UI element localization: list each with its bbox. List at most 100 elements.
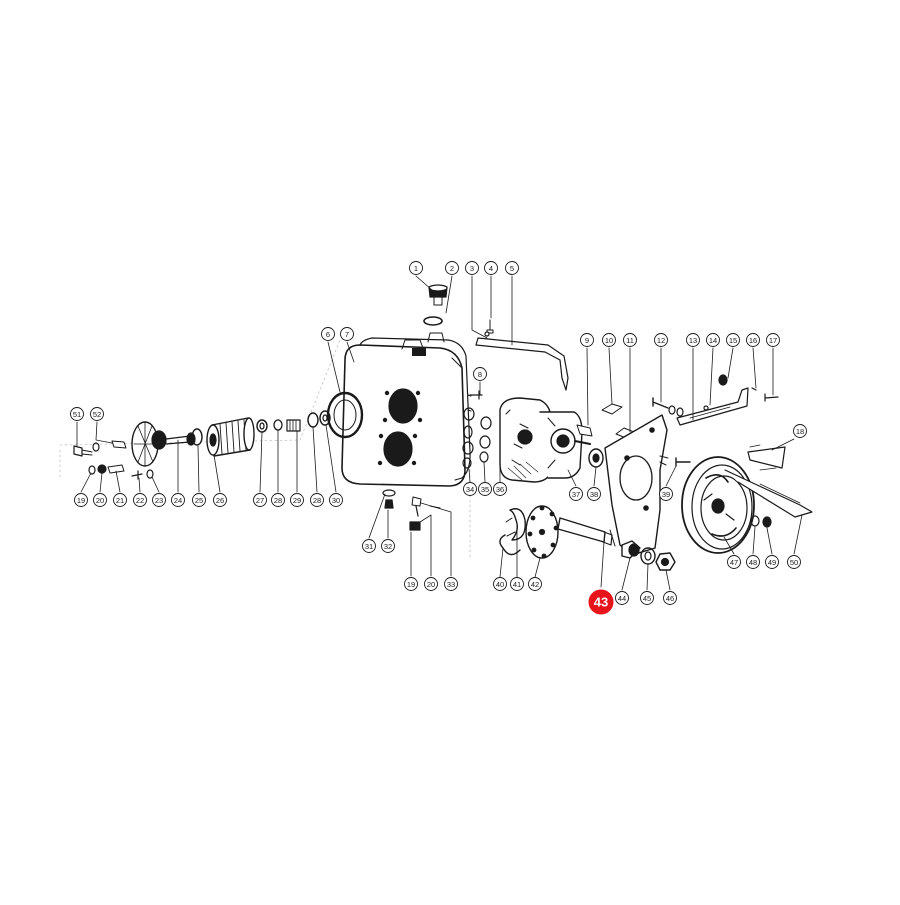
callout-42[interactable]: 42 [528,577,542,591]
callout-14[interactable]: 14 [706,333,720,347]
callout-39[interactable]: 39 [659,487,673,501]
callout-18[interactable]: 18 [793,424,807,438]
callout-47[interactable]: 47 [727,555,741,569]
callout-number: 4 [489,264,493,273]
callout-2[interactable]: 2 [445,261,459,275]
callout-11[interactable]: 11 [623,333,637,347]
callout-circle [686,333,700,347]
callout-circle [478,482,492,496]
callout-number: 25 [195,496,203,505]
callout-9[interactable]: 9 [580,333,594,347]
callout-6[interactable]: 6 [321,327,335,341]
callout-41[interactable]: 41 [510,577,524,591]
callout-12[interactable]: 12 [654,333,668,347]
callout-circle [765,555,779,569]
callout-34[interactable]: 34 [463,482,477,496]
callout-3[interactable]: 3 [465,261,479,275]
callout-19[interactable]: 19 [404,577,418,591]
callout-17[interactable]: 17 [766,333,780,347]
callout-circle [615,591,629,605]
callout-number: 28 [313,496,321,505]
callout-circle [152,493,166,507]
callout-8[interactable]: 8 [473,367,487,381]
callout-circle [587,487,601,501]
callout-circle [271,493,285,507]
callout-circle [706,333,720,347]
callout-circle [746,333,760,347]
callout-50[interactable]: 50 [787,555,801,569]
callout-21[interactable]: 21 [113,493,127,507]
callout-circle [766,333,780,347]
callout-number: 37 [572,490,580,499]
callout-number: 1 [414,264,418,273]
bottom-fasteners-part [382,489,441,531]
callout-29[interactable]: 29 [290,493,304,507]
callout-38[interactable]: 38 [587,487,601,501]
axis-line-lower [59,449,471,561]
callout-7[interactable]: 7 [340,327,354,341]
callout-number: 5 [510,264,514,273]
callout-circle [580,333,594,347]
callout-20[interactable]: 20 [93,493,107,507]
callout-1[interactable]: 1 [409,261,423,275]
callout-10[interactable]: 10 [602,333,616,347]
callout-35[interactable]: 35 [478,482,492,496]
callout-48[interactable]: 48 [746,555,760,569]
callout-19[interactable]: 19 [74,493,88,507]
callout-circle [310,493,324,507]
callout-circle [329,493,343,507]
callout-number: 28 [274,496,282,505]
callout-number: 46 [666,594,674,603]
callout-number: 38 [590,490,598,499]
callout-circle [321,327,335,341]
callout-5[interactable]: 5 [505,261,519,275]
callout-circle [213,493,227,507]
callout-number: 51 [73,410,81,419]
callout-number: 22 [136,496,144,505]
callout-4[interactable]: 4 [484,261,498,275]
callout-51[interactable]: 51 [70,407,84,421]
callout-circle [663,591,677,605]
callout-28[interactable]: 28 [310,493,324,507]
callout-circle [290,493,304,507]
callout-number: 16 [749,336,757,345]
callout-44[interactable]: 44 [615,591,629,605]
callout-number: 17 [769,336,777,345]
callout-circle [404,577,418,591]
callout-46[interactable]: 46 [663,591,677,605]
callout-49[interactable]: 49 [765,555,779,569]
callout-32[interactable]: 32 [381,539,395,553]
callout-circle [528,577,542,591]
callout-23[interactable]: 23 [152,493,166,507]
callout-33[interactable]: 33 [444,577,458,591]
callout-circle [602,333,616,347]
callout-37[interactable]: 37 [569,487,583,501]
callout-16[interactable]: 16 [746,333,760,347]
callout-20[interactable]: 20 [424,577,438,591]
callout-15[interactable]: 15 [726,333,740,347]
callout-24[interactable]: 24 [171,493,185,507]
callout-26[interactable]: 26 [213,493,227,507]
callout-22[interactable]: 22 [133,493,147,507]
callout-number: 13 [689,336,697,345]
filler-cap-part [423,284,448,326]
callout-30[interactable]: 30 [329,493,343,507]
callout-highlighted-43[interactable]: 43 [588,589,614,615]
callout-25[interactable]: 25 [192,493,206,507]
callout-45[interactable]: 45 [640,591,654,605]
callout-circle [409,261,423,275]
callout-number: 27 [256,496,264,505]
callout-13[interactable]: 13 [686,333,700,347]
callout-number: 48 [749,558,757,567]
callout-40[interactable]: 40 [493,577,507,591]
callout-28[interactable]: 28 [271,493,285,507]
leader-lines [76,275,803,591]
callout-36[interactable]: 36 [493,482,507,496]
callout-number: 52 [93,410,101,419]
tank-part [326,332,472,487]
callout-31[interactable]: 31 [362,539,376,553]
callout-27[interactable]: 27 [253,493,267,507]
callout-52[interactable]: 52 [90,407,104,421]
